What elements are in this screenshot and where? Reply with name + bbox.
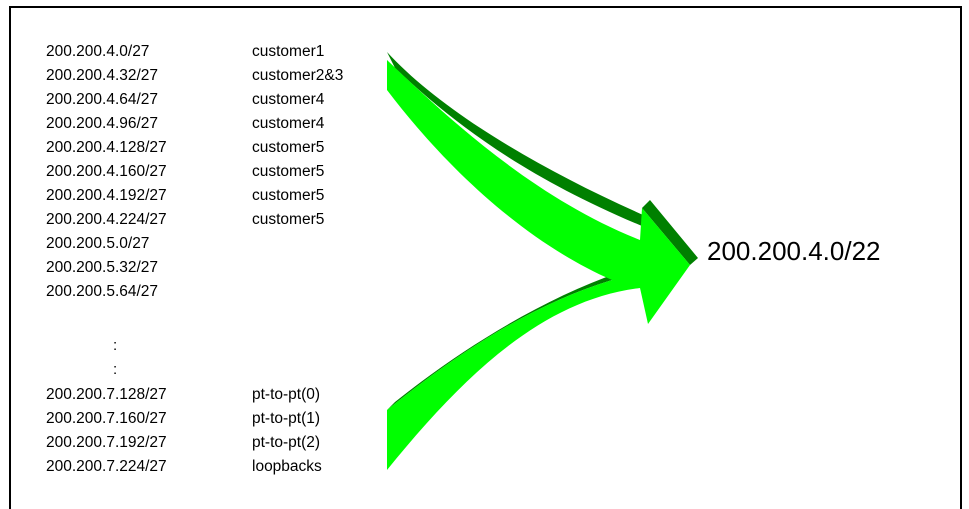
route-assignment: pt-to-pt(1) bbox=[252, 410, 321, 427]
summary-route-label: 200.200.4.0/22 bbox=[707, 236, 881, 266]
ellipsis-dot: : bbox=[113, 337, 118, 354]
route-network: 200.200.5.32/27 bbox=[46, 259, 159, 276]
route-assignment: customer4 bbox=[252, 115, 325, 132]
route-assignment: customer5 bbox=[252, 139, 325, 156]
route-network: 200.200.4.32/27 bbox=[46, 67, 159, 84]
ellipsis-dot: : bbox=[113, 361, 118, 378]
route-network: 200.200.7.128/27 bbox=[46, 386, 167, 403]
route-assignment: pt-to-pt(2) bbox=[252, 434, 321, 451]
route-network: 200.200.4.0/27 bbox=[46, 43, 150, 60]
route-assignment: customer4 bbox=[252, 91, 325, 108]
route-network: 200.200.7.224/27 bbox=[46, 458, 167, 475]
route-assignment: customer1 bbox=[252, 43, 325, 60]
diagram-frame bbox=[9, 6, 962, 509]
route-assignment: customer2&3 bbox=[252, 67, 344, 84]
route-network: 200.200.7.160/27 bbox=[46, 410, 167, 427]
route-assignment: pt-to-pt(0) bbox=[252, 386, 321, 403]
route-network: 200.200.5.64/27 bbox=[46, 283, 159, 300]
route-network: 200.200.4.96/27 bbox=[46, 115, 159, 132]
route-network: 200.200.5.0/27 bbox=[46, 235, 150, 252]
route-network: 200.200.4.128/27 bbox=[46, 139, 167, 156]
arrow-body bbox=[387, 60, 690, 470]
route-network: 200.200.7.192/27 bbox=[46, 434, 167, 451]
route-assignment: customer5 bbox=[252, 211, 325, 228]
route-network: 200.200.4.64/27 bbox=[46, 91, 159, 108]
route-network: 200.200.4.160/27 bbox=[46, 163, 167, 180]
route-network: 200.200.4.224/27 bbox=[46, 211, 167, 228]
arrow-shadow bbox=[387, 52, 698, 410]
route-assignment: customer5 bbox=[252, 187, 325, 204]
route-assignment: customer5 bbox=[252, 163, 325, 180]
route-assignment: loopbacks bbox=[252, 458, 322, 475]
route-network: 200.200.4.192/27 bbox=[46, 187, 167, 204]
